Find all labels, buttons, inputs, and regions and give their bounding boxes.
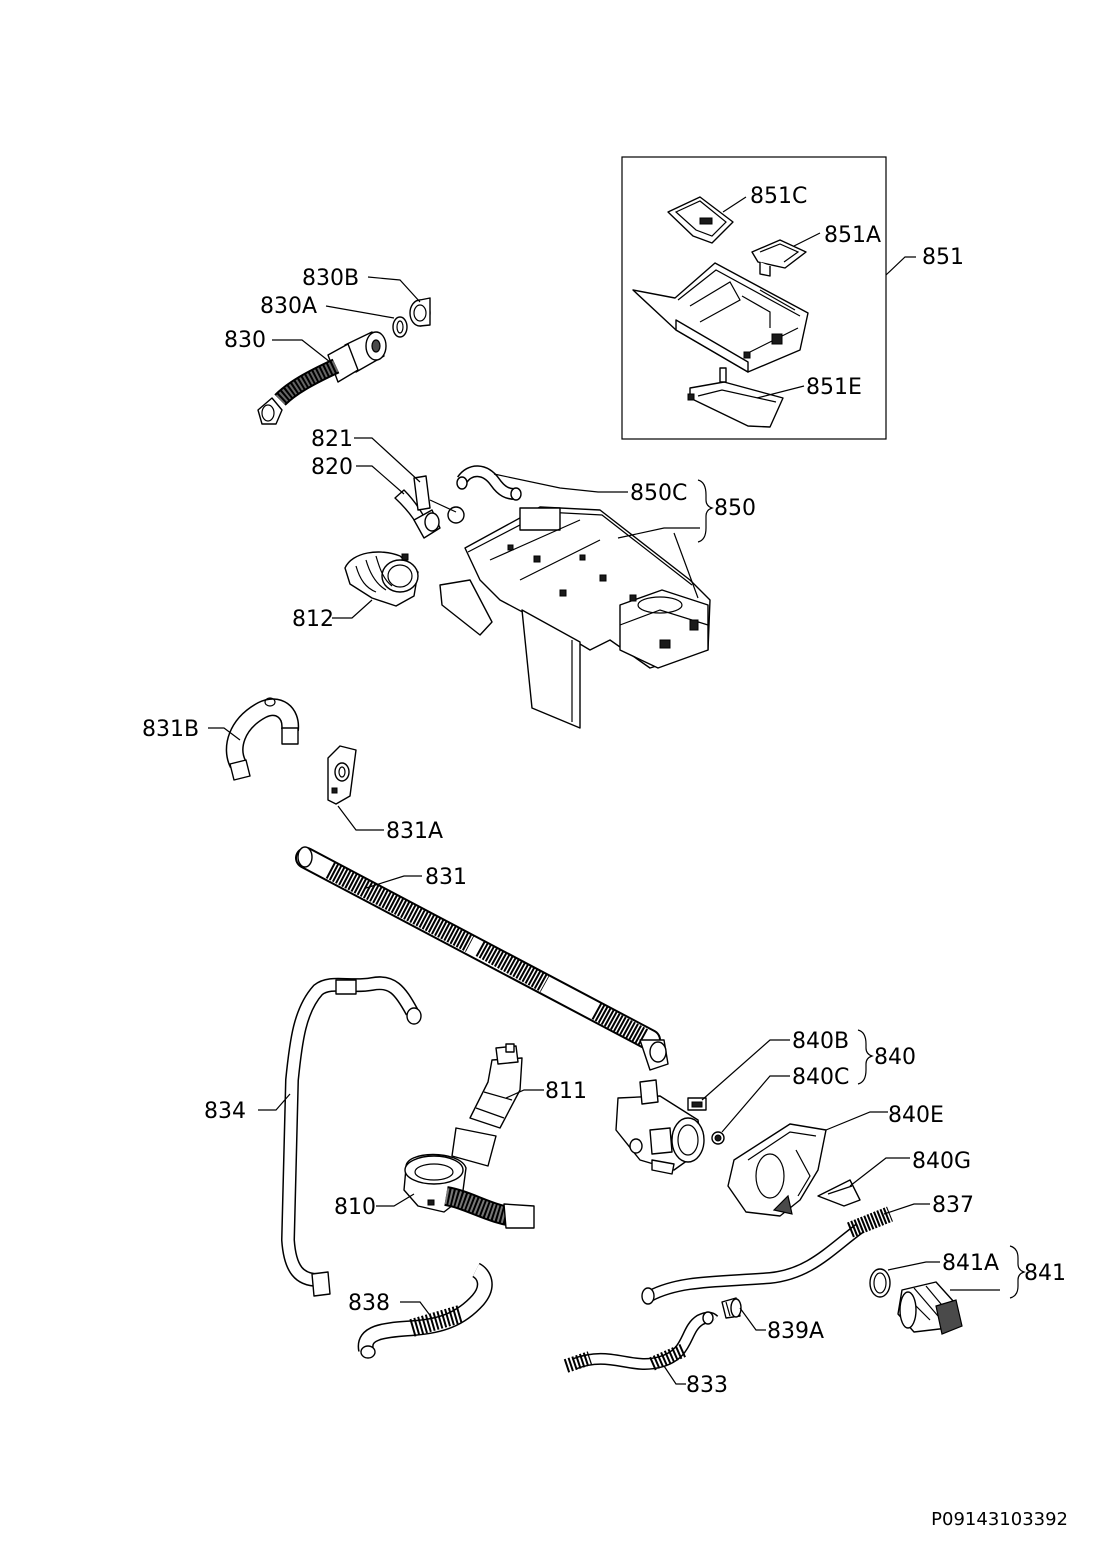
callout-811: 811 xyxy=(545,1079,587,1104)
callout-838: 838 xyxy=(348,1291,390,1316)
part-840G-flap xyxy=(817,1179,861,1207)
part-841-filter xyxy=(897,1281,963,1335)
part-851E-tray xyxy=(687,367,784,428)
part-840B-plug xyxy=(687,1097,707,1111)
callout-851A: 851A xyxy=(824,223,881,248)
callout-840: 840 xyxy=(874,1045,916,1070)
part-837-hose xyxy=(641,1206,893,1305)
part-833-hose xyxy=(563,1311,719,1373)
part-830A-seal xyxy=(392,316,408,338)
callout-830: 830 xyxy=(224,328,266,353)
part-834-hose xyxy=(280,976,422,1297)
callout-833: 833 xyxy=(686,1373,728,1398)
part-831A-bracket xyxy=(327,745,357,805)
callout-851E: 851E xyxy=(806,375,862,400)
callout-840E: 840E xyxy=(888,1103,944,1128)
callout-839A: 839A xyxy=(767,1319,824,1344)
callout-851: 851 xyxy=(922,245,964,270)
callout-840G: 840G xyxy=(912,1149,971,1174)
callout-850: 850 xyxy=(714,496,756,521)
part-831-drain-hose xyxy=(295,846,669,1071)
part-831B-hose-guide xyxy=(225,697,300,781)
group-box-851 xyxy=(621,156,887,440)
callout-840C: 840C xyxy=(792,1065,849,1090)
part-812-bellows xyxy=(344,551,419,607)
part-820-hose xyxy=(394,489,441,539)
part-810-sump xyxy=(403,1127,535,1229)
part-851A-insert xyxy=(751,239,807,277)
part-851-drawer xyxy=(632,262,809,373)
part-850C-hose xyxy=(456,465,522,501)
part-841A-seal xyxy=(869,1268,891,1298)
reference-code: P09143103392 xyxy=(931,1509,1068,1530)
callout-837: 837 xyxy=(932,1193,974,1218)
callout-812: 812 xyxy=(292,607,334,632)
part-830B-filter xyxy=(409,297,431,327)
callout-810: 810 xyxy=(334,1195,376,1220)
callout-831A: 831A xyxy=(386,819,443,844)
callout-850C: 850C xyxy=(630,481,687,506)
part-840E-pump-cover xyxy=(727,1123,827,1217)
callout-820: 820 xyxy=(311,455,353,480)
callout-831: 831 xyxy=(425,865,467,890)
callout-830B: 830B xyxy=(302,266,359,291)
part-850-dispenser-housing xyxy=(439,506,711,729)
callout-841A: 841A xyxy=(942,1251,999,1276)
part-839A-fitting xyxy=(721,1297,742,1319)
part-838-hose xyxy=(357,1262,493,1359)
part-821-clamp xyxy=(413,475,465,524)
part-830-inlet-hose xyxy=(257,331,387,425)
part-840C-nut xyxy=(711,1131,725,1145)
part-840-pump xyxy=(615,1079,705,1175)
callout-834: 834 xyxy=(204,1099,246,1124)
callout-831B: 831B xyxy=(142,717,199,742)
callout-840B: 840B xyxy=(792,1029,849,1054)
callout-841: 841 xyxy=(1024,1261,1066,1286)
callout-830A: 830A xyxy=(260,294,317,319)
part-851C-lid xyxy=(667,196,734,244)
callout-851C: 851C xyxy=(750,184,807,209)
callout-821: 821 xyxy=(311,427,353,452)
part-811-hose xyxy=(469,1043,523,1129)
